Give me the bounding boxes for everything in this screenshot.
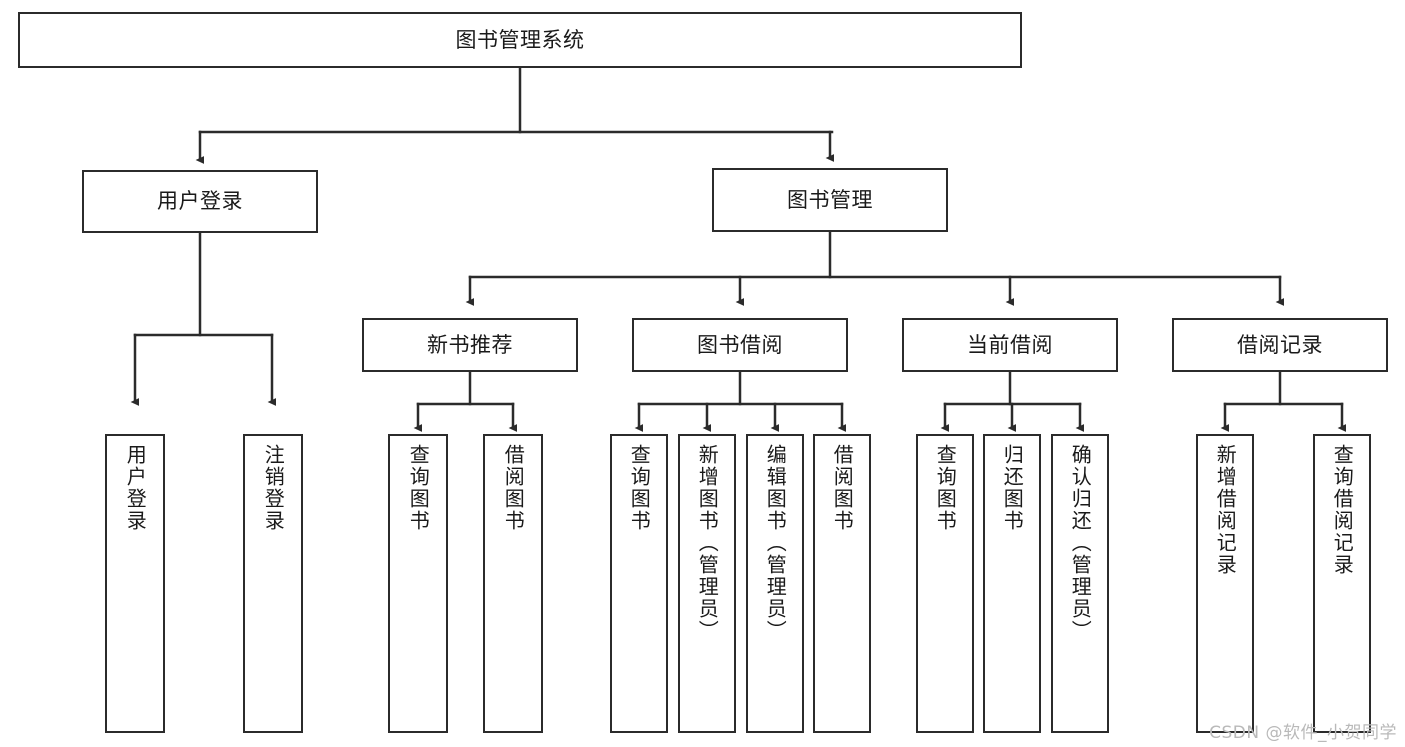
leaf-borrow-add-book-admin[interactable]: 新增图书（管理员） (678, 434, 736, 733)
node-label: 归还图书 (1000, 444, 1025, 532)
leaf-borrow-query-book[interactable]: 查询图书 (610, 434, 668, 733)
node-label: 查询图书 (933, 444, 958, 532)
node-label: 查询借阅记录 (1330, 444, 1355, 576)
node-label: 编辑图书（管理员） (763, 444, 788, 642)
leaf-recommend-borrow-book[interactable]: 借阅图书 (483, 434, 543, 733)
node-label: 用户登录 (157, 189, 243, 214)
leaf-recommend-query-book[interactable]: 查询图书 (388, 434, 448, 733)
node-label: 新增借阅记录 (1213, 444, 1238, 576)
node-label: 图书管理 (787, 187, 873, 212)
node-label: 新增图书（管理员） (695, 444, 720, 642)
leaf-current-query-book[interactable]: 查询图书 (916, 434, 974, 733)
node-book-management[interactable]: 图书管理 (712, 168, 948, 232)
node-label: 用户登录 (123, 444, 148, 532)
leaf-current-confirm-return-admin[interactable]: 确认归还（管理员） (1051, 434, 1109, 733)
leaf-user-login-logout[interactable]: 注销登录 (243, 434, 303, 733)
node-label: 查询图书 (627, 444, 652, 532)
leaf-borrow-edit-book-admin[interactable]: 编辑图书（管理员） (746, 434, 804, 733)
node-user-login[interactable]: 用户登录 (82, 170, 318, 233)
node-book-borrow[interactable]: 图书借阅 (632, 318, 848, 372)
node-new-book-recommend[interactable]: 新书推荐 (362, 318, 578, 372)
leaf-current-return-book[interactable]: 归还图书 (983, 434, 1041, 733)
leaf-user-login-login[interactable]: 用户登录 (105, 434, 165, 733)
node-label: 借阅图书 (830, 444, 855, 532)
node-label: 确认归还（管理员） (1068, 444, 1093, 642)
node-borrow-record[interactable]: 借阅记录 (1172, 318, 1388, 372)
leaf-record-add-record[interactable]: 新增借阅记录 (1196, 434, 1254, 733)
leaf-record-query-record[interactable]: 查询借阅记录 (1313, 434, 1371, 733)
node-label: 查询图书 (406, 444, 431, 532)
node-label: 图书管理系统 (455, 27, 585, 52)
node-root-system[interactable]: 图书管理系统 (18, 12, 1022, 68)
node-current-borrow[interactable]: 当前借阅 (902, 318, 1118, 372)
node-label: 注销登录 (261, 444, 286, 532)
leaf-borrow-borrow-book[interactable]: 借阅图书 (813, 434, 871, 733)
node-label: 借阅记录 (1237, 332, 1323, 357)
node-label: 借阅图书 (501, 444, 526, 532)
node-label: 新书推荐 (427, 332, 513, 357)
node-label: 图书借阅 (697, 332, 783, 357)
node-label: 当前借阅 (967, 332, 1053, 357)
